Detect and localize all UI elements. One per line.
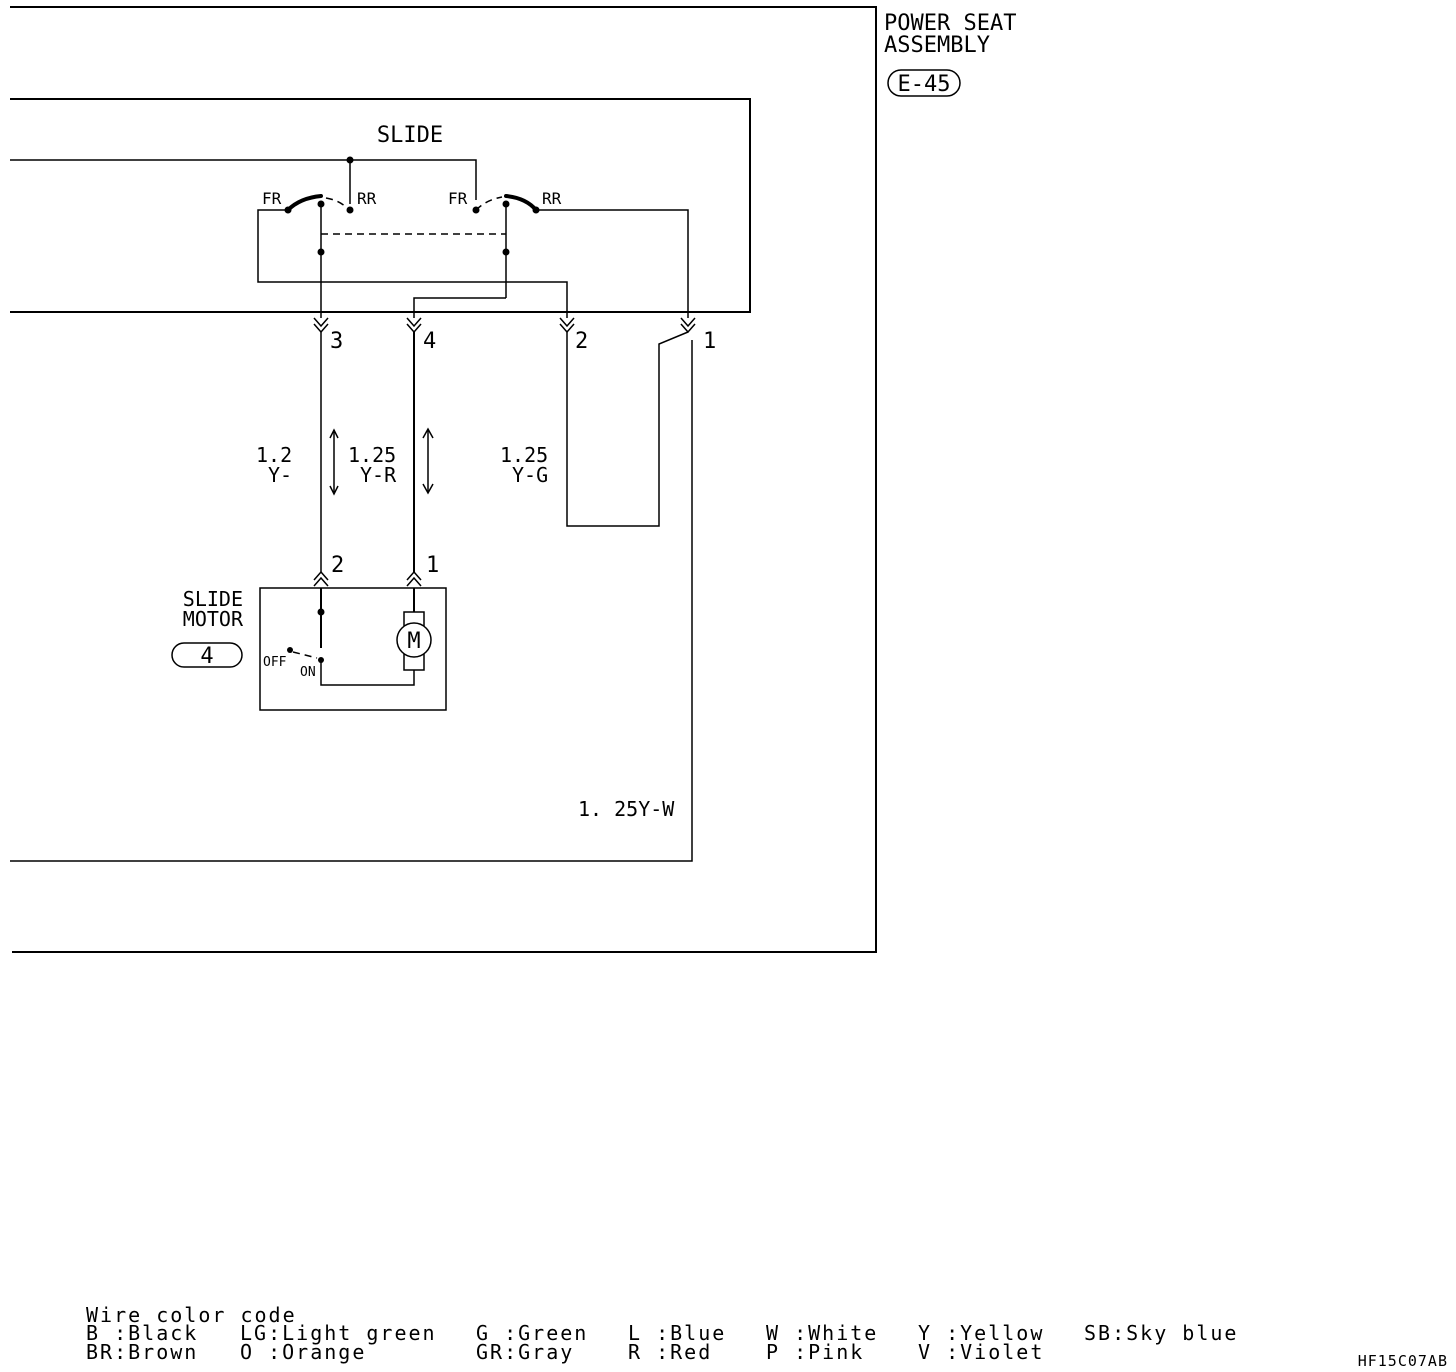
connector-pin-1 xyxy=(680,317,696,334)
assembly-name-line2: ASSEMBLY xyxy=(884,33,990,58)
pin-number: 3 xyxy=(330,329,343,354)
limit-switch-dash xyxy=(292,651,318,659)
motor-connector-pin-2 xyxy=(313,570,329,587)
right-output-wire xyxy=(413,297,506,318)
legend-item: BR:Brown xyxy=(86,1340,198,1364)
slide-motor-box xyxy=(259,587,447,711)
contact-dot xyxy=(287,647,293,653)
assembly-connector-badge xyxy=(887,69,961,97)
switch-frame xyxy=(10,98,751,313)
legend-item: O :Orange xyxy=(240,1340,366,1364)
legend-item: Y :Yellow xyxy=(918,1321,1044,1345)
rr-supply-wire xyxy=(536,209,689,318)
wire-y-w-label: 1. 25Y-W xyxy=(578,797,675,821)
wire-y-r-size: 1.25 xyxy=(348,443,396,467)
legend-item: P :Pink xyxy=(766,1340,864,1364)
legend-item: L :Blue xyxy=(628,1321,726,1345)
motor-name-line1: SLIDE xyxy=(183,587,243,611)
legend-item: LG:Light green xyxy=(240,1321,437,1345)
motor-pin-number: 1 xyxy=(426,553,439,578)
assembly-name-line1: POWER SEAT xyxy=(884,11,1016,36)
assembly-connector-label: E-45 xyxy=(898,72,951,97)
wire-y-color: Y- xyxy=(268,463,292,487)
legend-title: Wire color code xyxy=(86,1303,297,1327)
legend-item: B :Black xyxy=(86,1321,198,1345)
wire-y-r-color: Y-R xyxy=(360,463,397,487)
wire-y-w xyxy=(10,340,693,862)
assembly-frame xyxy=(10,6,877,953)
legend-item: W :White xyxy=(766,1321,878,1345)
direction-arrow-icon xyxy=(422,427,434,495)
switch-supply-line xyxy=(10,159,477,200)
legend-item: GR:Gray xyxy=(476,1340,574,1364)
junction-dot xyxy=(317,248,325,256)
legend-item: V :Violet xyxy=(918,1340,1044,1364)
right-switch-blade xyxy=(504,194,538,212)
left-switch-dashed xyxy=(325,197,347,208)
fr-ground-wire xyxy=(257,209,568,318)
direction-arrow-icon xyxy=(329,428,339,496)
motor-symbol-label: M xyxy=(407,629,420,654)
wire-y-g-size: 1.25 xyxy=(500,443,548,467)
contact-dot xyxy=(472,206,480,214)
connector-pin-2 xyxy=(559,317,575,334)
motor-return-wire xyxy=(320,660,415,686)
motor-pin-number: 2 xyxy=(331,553,344,578)
wire-y-g-color: Y-G xyxy=(512,463,548,487)
switch-label: SLIDE xyxy=(377,123,443,148)
motor-connector-pin-1 xyxy=(406,570,422,587)
legend-item: G :Green xyxy=(476,1321,588,1345)
motor-icon xyxy=(396,622,432,658)
junction-dot xyxy=(346,156,354,164)
legend-item: SB:Sky blue xyxy=(1084,1321,1238,1345)
motor-connector-label: 4 xyxy=(200,644,213,669)
limit-switch-on-label: ON xyxy=(300,665,316,680)
left-rr-label: RR xyxy=(357,189,377,208)
right-rr-label: RR xyxy=(542,189,562,208)
motor-connector-badge xyxy=(171,642,243,668)
left-fr-label: FR xyxy=(262,189,282,208)
junction-dot xyxy=(317,608,325,616)
junction-dot xyxy=(502,248,510,256)
motor-name-line2: MOTOR xyxy=(183,607,244,631)
pin-number: 2 xyxy=(575,329,588,354)
limit-switch-off-label: OFF xyxy=(263,655,287,670)
legend-item: R :Red xyxy=(628,1340,712,1364)
pin-number: 4 xyxy=(423,329,436,354)
contact-dot xyxy=(346,206,354,214)
connector-pin-3 xyxy=(313,317,329,334)
right-fr-label: FR xyxy=(448,189,468,208)
connector-pin-4 xyxy=(406,317,422,334)
wire-y-size: 1.2 xyxy=(256,443,292,467)
figure-code: HF15C07AB xyxy=(1358,1352,1448,1370)
right-switch-dashed xyxy=(475,196,503,211)
pin-number: 1 xyxy=(703,329,716,354)
wire-y-g xyxy=(566,331,689,527)
left-switch-blade xyxy=(286,194,323,212)
